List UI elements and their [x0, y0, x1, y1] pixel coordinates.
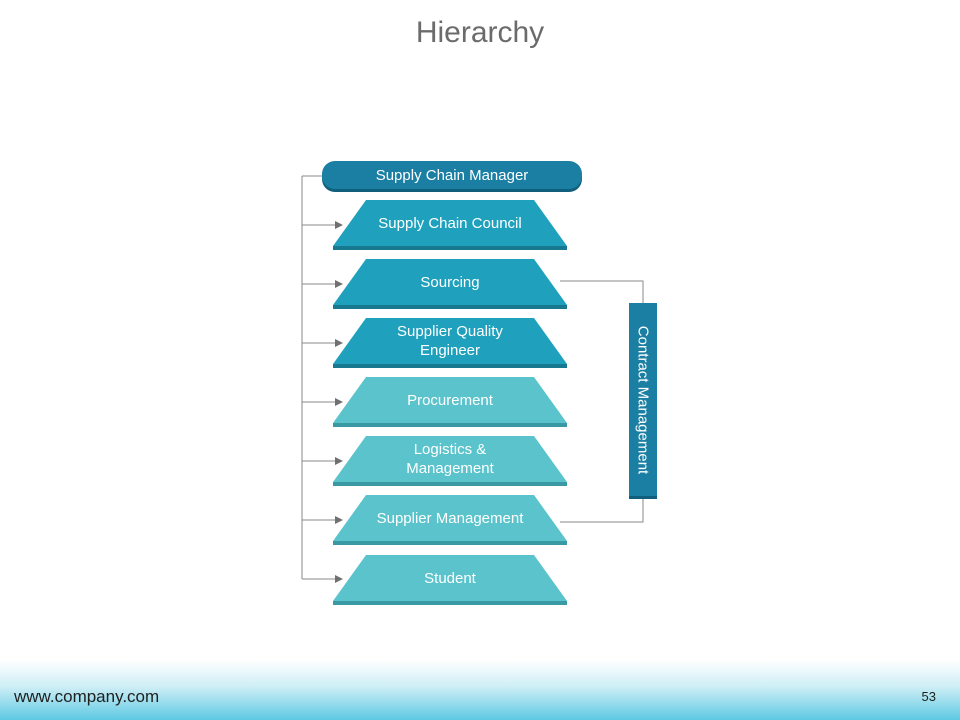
level-shape-7 [333, 555, 567, 605]
level-shape-4 [333, 377, 567, 427]
level-label-6: Supplier Management [376, 509, 524, 527]
level-label-5: Logistics & Management [406, 441, 494, 477]
slide-title: Hierarchy [415, 16, 545, 49]
level-label-1: Supply Chain Council [378, 214, 522, 232]
level-shape-6 [333, 495, 567, 545]
level-label-3: Supplier Quality Engineer [397, 323, 503, 359]
side-node-box: Contract Management [629, 303, 657, 499]
top-node-shape [322, 161, 582, 189]
level-shape-5 [333, 436, 567, 486]
side-node-label: Contract Management [634, 325, 652, 474]
footer-band [0, 660, 960, 720]
footer-url: www.company.com [14, 687, 160, 706]
page-number: 53 [921, 689, 936, 704]
level-label-2: Sourcing [420, 273, 480, 291]
level-label-7: Student [424, 569, 476, 587]
bracket-connector [560, 280, 644, 303]
level-shape-2 [333, 259, 567, 309]
level-label-4: Procurement [407, 391, 493, 409]
level-shape-1 [333, 200, 567, 250]
bracket-connector-bottom [560, 499, 644, 523]
top-node-label: Supply Chain Manager [375, 166, 529, 184]
level-shape-3 [333, 318, 567, 368]
